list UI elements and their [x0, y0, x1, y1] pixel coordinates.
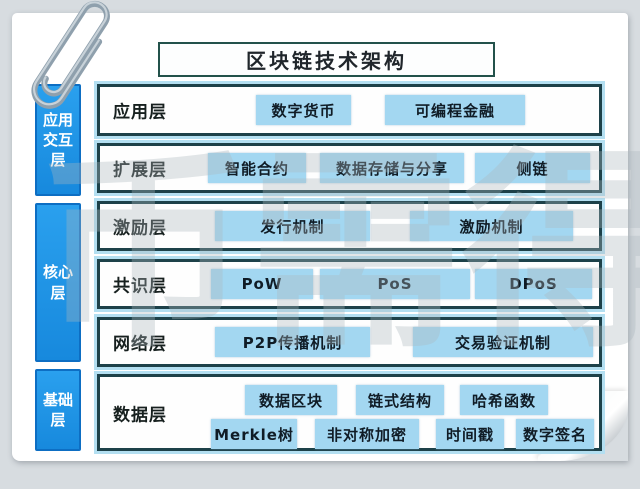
paperclip-icon [31, 0, 110, 109]
layer-item: P2P传播机制 [215, 327, 370, 357]
layer-row-application: 应用层 数字货币 可编程金融 [97, 84, 602, 136]
layer-row-consensus: 共识层 PoW PoS DPoS [97, 259, 602, 309]
sidebar-group-application-interaction: 应用 交互 层 [35, 84, 81, 196]
layer-row-incentive: 激励层 发行机制 激励机制 [97, 201, 602, 251]
sidebar-group-line: 层 [50, 411, 66, 429]
layer-item: 时间戳 [436, 419, 504, 449]
layer-item: 非对称加密 [315, 419, 419, 449]
layer-item: PoS [320, 269, 470, 299]
layer-row-extension: 扩展层 智能合约 数据存储与分享 侧链 [97, 143, 602, 193]
layer-item: 数字签名 [516, 419, 594, 449]
layer-item: Merkle树 [211, 419, 297, 449]
layer-row-network: 网络层 P2P传播机制 交易验证机制 [97, 317, 602, 367]
layer-label: 数据层 [113, 405, 167, 425]
layer-item: 可编程金融 [385, 95, 525, 125]
diagram-title-box: 区块链技术架构 [158, 42, 495, 77]
sidebar-group-line: 层 [50, 151, 66, 170]
layer-item: 数据存储与分享 [320, 153, 464, 183]
layer-label: 共识层 [113, 276, 167, 297]
sidebar-group-foundation: 基础 层 [35, 369, 81, 451]
layer-label: 网络层 [113, 334, 167, 355]
layer-label: 应用层 [113, 102, 167, 123]
layer-item: 智能合约 [208, 153, 306, 183]
page-title: 区块链技术架构 [246, 49, 407, 73]
layer-item: 链式结构 [356, 385, 444, 415]
layer-label: 扩展层 [113, 160, 167, 181]
sidebar-group-line: 交互 [42, 130, 73, 149]
layer-item: 数据区块 [245, 385, 337, 415]
sidebar-group-line: 核心 [42, 263, 73, 282]
layer-item: 侧链 [475, 153, 590, 183]
layer-item: 发行机制 [215, 211, 370, 241]
layer-item: 激励机制 [410, 211, 573, 241]
layer-item: DPoS [475, 269, 592, 299]
layer-item: 哈希函数 [460, 385, 548, 415]
layer-label: 激励层 [113, 218, 167, 239]
sidebar-group-core: 核心 层 [35, 203, 81, 362]
layer-item: 交易验证机制 [413, 327, 593, 357]
sidebar-group-line: 层 [50, 283, 66, 302]
layer-item: 数字货币 [256, 95, 351, 125]
sidebar-group-line: 基础 [42, 390, 73, 409]
layer-row-data: 数据层 数据区块 链式结构 哈希函数 Merkle树 非对称加密 时间戳 数字签… [97, 374, 602, 451]
sidebar-group-line: 应用 [42, 110, 73, 129]
layer-item: PoW [211, 269, 313, 299]
